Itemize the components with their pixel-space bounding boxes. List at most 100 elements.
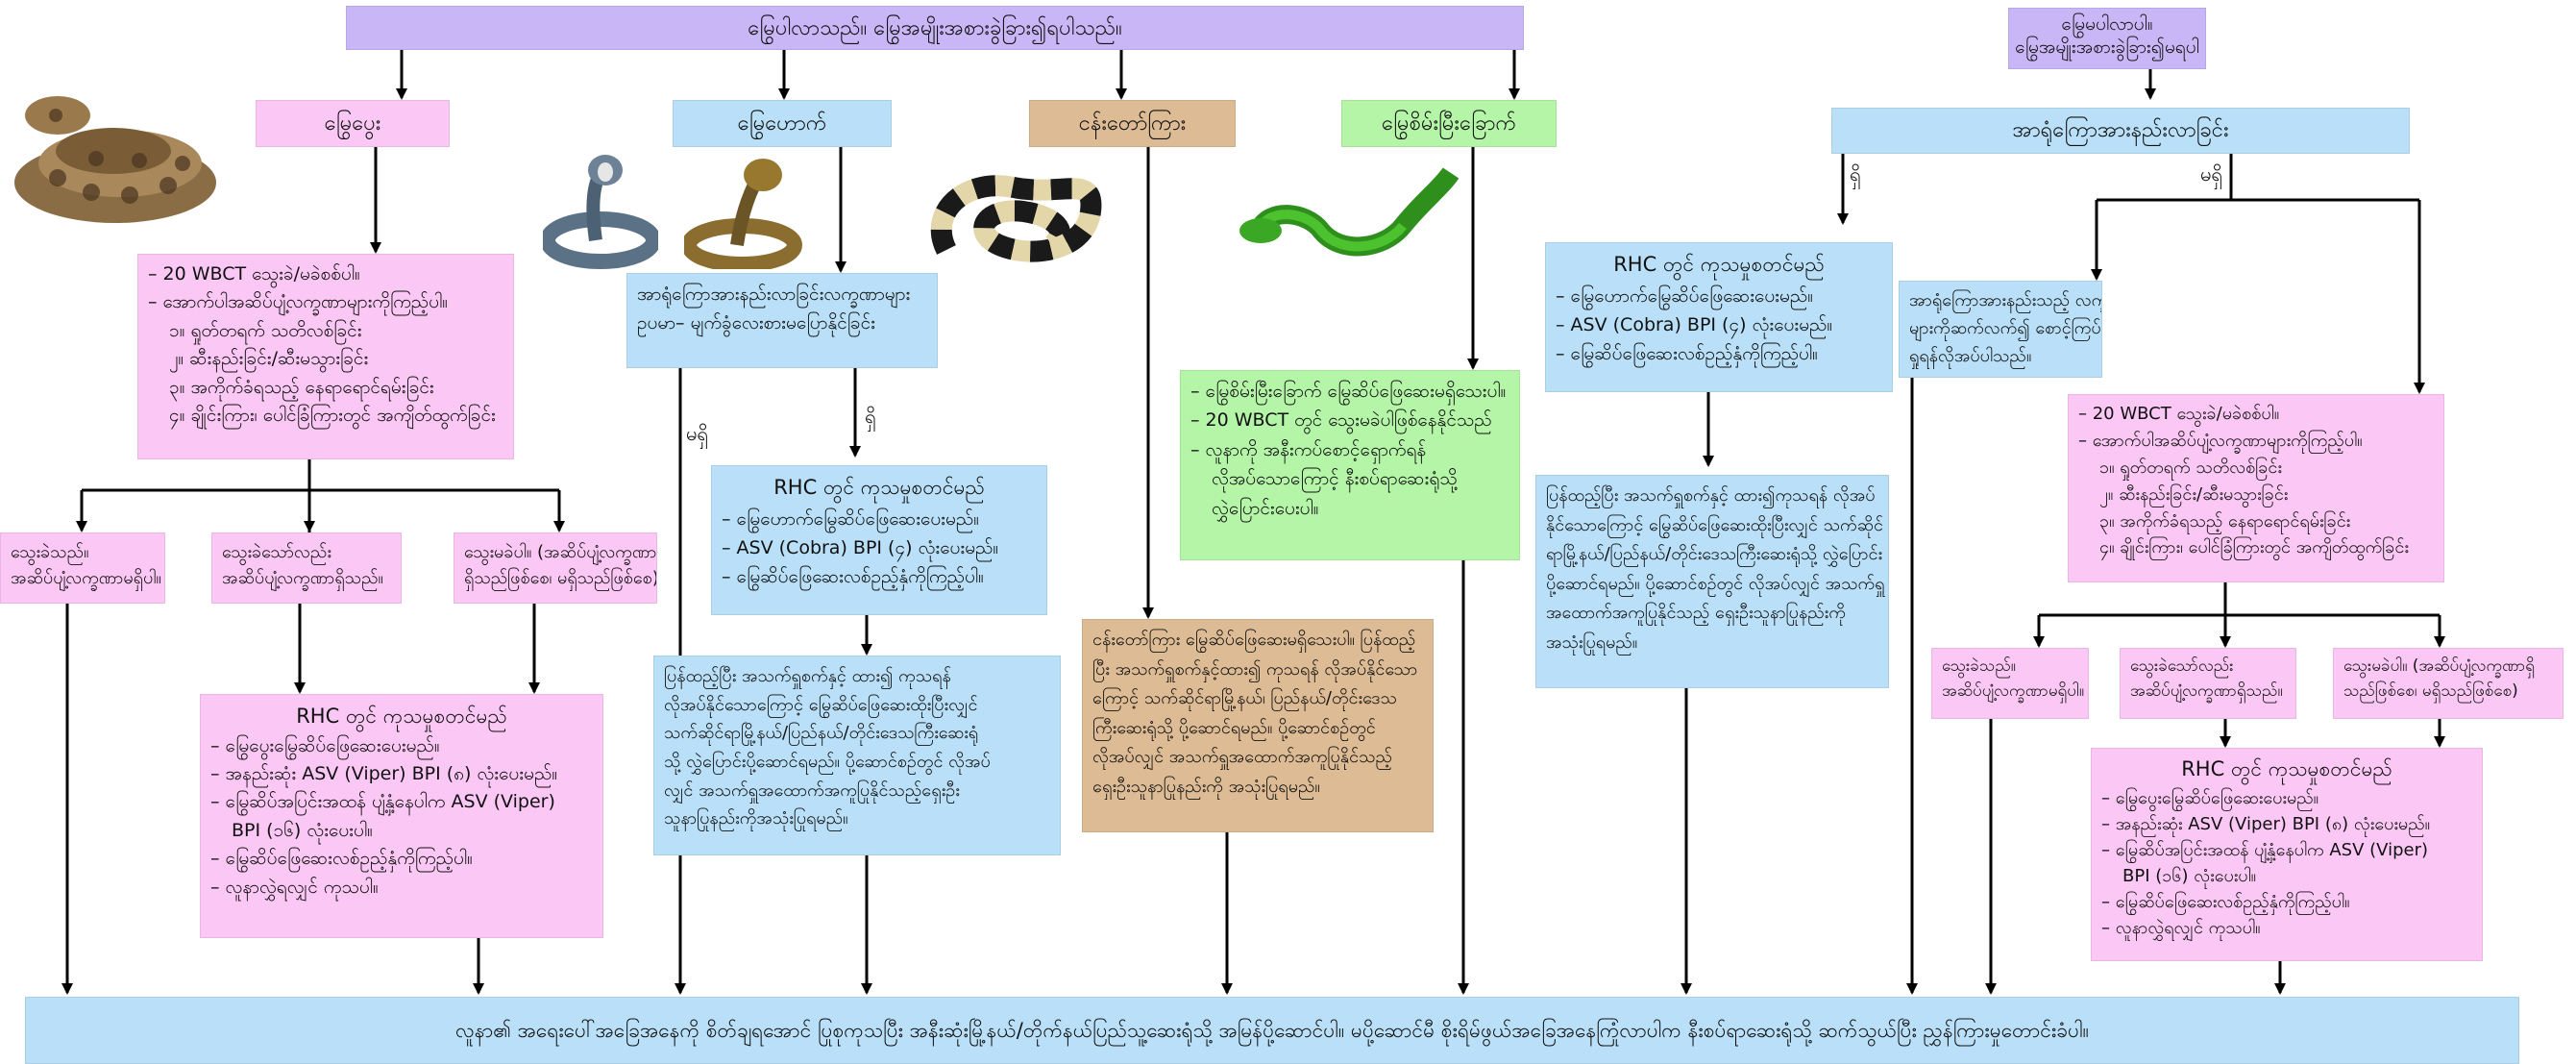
text-line: သက်ဆိုင်ရာမြို့နယ်/ပြည်နယ်/တိုင်းဒေသကြီး…: [664, 723, 979, 744]
text-line: BPI (၁၆) လုံးပေးပါ။: [2122, 865, 2257, 886]
final-instruction-bar: လူနာ၏ အရေးပေါ်အခြေအနေကို စိတ်ချရအောင် ပြ…: [25, 997, 2519, 1064]
treatment-title: RHC တွင် ကုသမှုစတင်မည်: [2181, 757, 2392, 780]
text-line: – လူနာကို အနီးကပ်စောင့်ရှောက်ရန်: [1190, 438, 1427, 460]
unknown-observe: အာရုံကြောအားနည်းသည့် လက္ခဏာ များကိုဆက်လက…: [1899, 281, 2102, 378]
text-line: သွေးခဲသည်။: [11, 542, 89, 562]
label-no-cobra: မရှိ: [686, 422, 708, 445]
viper-wbct-check: – 20 WBCT သွေးခဲ/မခဲစစ်ပါ။ – အောက်ပါအဆိပ…: [137, 254, 514, 459]
green-pit-viper-image: [1239, 167, 1460, 257]
treatment-title: RHC တွင် ကုသမှုစတင်မည်: [296, 705, 507, 728]
unknown-snake-header: မြွေမပါလာပါ။ မြွေအမျိုးအစားခွဲခြား၍မရပါ: [2008, 8, 2206, 69]
text-line: – မြွေဆိပ်ဖြေဆေးလစ်ဥည့်နှံကိုကြည့်ပါ။: [210, 848, 473, 870]
text-line: ရှိသည်ဖြစ်စေ၊ မရှိသည်ဖြစ်စေ): [464, 568, 657, 588]
text-line: သည်ဖြစ်စေ၊ မရှိသည်ဖြစ်စေ): [2343, 680, 2518, 701]
text-line: အဆိပ်ပျံ့လက္ခဏာရှိသည်။: [222, 568, 383, 588]
text-line: လိုအပ်လျှင် အသက်ရှူအထောက်အကူပြုနိုင်သည့်: [1092, 747, 1392, 768]
text-line: အဆိပ်ပျံ့လက္ခဏာရှိသည်။: [2130, 680, 2283, 701]
text-line: – 20 WBCT တွင် သွေးမခဲပါဖြစ်နေနိုင်သည်: [1190, 409, 1492, 432]
text-line: ပို့ဆောင်ရမည်။ ပို့ဆောင်စဉ်တွင် လိုအပ်လျ…: [1546, 573, 1885, 594]
label-no-unknown: မရှိ: [2200, 162, 2222, 186]
text-line: ၃။ အကိုက်ခံရသည့် နေရာရောင်ရမ်းခြင်း: [169, 376, 434, 398]
text-line: အဆိပ်ပျံ့လက္ခဏာမရှိပါ။: [11, 568, 161, 588]
outcome2-clots-with-signs: သွေးခဲသော်လည်း အဆိပ်ပျံ့လက္ခဏာရှိသည်။: [2120, 648, 2296, 719]
text-line: – ASV (Cobra) BPI (၄) လုံးပေးမည်။: [722, 536, 999, 558]
text-line: အာရုံကြောအားနည်းလာခြင်းလက္ခဏာများ: [637, 284, 911, 305]
text-line: – မြွေစိမ်းမြီးခြောက် မြွေဆိပ်ဖြေဆေးမရှိ…: [1190, 381, 1507, 402]
label-yes-unknown: ရှိ: [1850, 162, 1861, 186]
category-viper: မြွေပွေး: [256, 100, 450, 147]
text-line: – အနည်းဆုံး ASV (Viper) BPI (၈) လုံးပေးမ…: [210, 762, 558, 784]
category-label: မြွေစိမ်းမြီးခြောက်: [1381, 111, 1517, 136]
category-label: ငန်းတော်ကြား: [1078, 111, 1187, 136]
text-line: ၃။ အကိုက်ခံရသည့် နေရာရောင်ရမ်းခြင်း: [2099, 510, 2351, 532]
text-line: ကြောင့် သက်ဆိုင်ရာမြို့နယ်၊ ပြည်နယ်/တိုင…: [1092, 688, 1397, 709]
text-line: နိုင်သောကြောင့် မြွေဆိပ်ဖြေဆေးထိုးပြီးလျ…: [1546, 514, 1883, 535]
text-line: – မြွေဆိပ်ဖြေဆေးလစ်ဥည့်နှံကိုကြည့်ပါ။: [722, 566, 984, 588]
text-line: ၂။ ဆီးနည်းခြင်း/ဆီးမသွားခြင်း: [2099, 483, 2289, 505]
text-line: BPI (၁၆) လုံးပေးပါ။: [232, 819, 373, 841]
text-line: မြွေမပါလာပါ။: [2061, 13, 2153, 35]
text-line: ရာမြို့နယ်/ပြည်နယ်/တိုင်းဒေသကြီးဆေးရုံသိ…: [1546, 544, 1883, 565]
text-line: သွေးခဲသည်။: [1942, 656, 2016, 676]
cobra-neuro-signs: အာရုံကြောအားနည်းလာခြင်းလက္ခဏာများ ဥပမာ– …: [626, 273, 938, 368]
text-line: – အောက်ပါအဆိပ်ပျံ့လက္ခဏာများကိုကြည့်ပါ။: [2078, 430, 2363, 451]
text-line: သွေးခဲသော်လည်း: [2130, 656, 2234, 676]
cobra-image-1: [543, 155, 658, 269]
text-line: များကိုဆက်လက်၍ စောင့်ကြပ်ကြည့်: [1909, 317, 2101, 338]
label-yes-cobra: ရှိ: [865, 405, 876, 428]
cobra-image-2: [684, 159, 802, 269]
text-line: – မြွေဆိပ်ဖြေဆေးလစ်ဥည့်နှံကိုကြည့်ပါ။: [2101, 891, 2350, 912]
text-line: အထောက်အကူပြုနိုင်သည့် ရှေးဦးသူနာပြုနည်းက…: [1546, 603, 1846, 624]
text-line: – အနည်းဆုံး ASV (Viper) BPI (၈) လုံးပေးမ…: [2101, 813, 2431, 834]
unknown-wbct-check: – 20 WBCT သွေးခဲ/မခဲစစ်ပါ။ – အောက်ပါအဆိပ…: [2068, 394, 2444, 582]
text-line: ၄။ ချိုင်းကြား၊ ပေါင်ခြံကြားတွင် အကျိတ်ထ…: [169, 405, 496, 427]
check-label: အာရုံကြောအားနည်းလာခြင်း: [2012, 118, 2229, 142]
rhc-unknown-treatment: RHC တွင် ကုသမှုစတင်မည် – မြွေဟောက်မြွေဆိ…: [1545, 242, 1893, 392]
unknown-referral: ပြန်ထည့်ပြီး အသက်ရှူစက်နှင့် ထား၍ကုသရန် …: [1535, 475, 1889, 688]
krait-image: [930, 175, 1102, 262]
text-line: – မြွေဟောက်မြွေဆိပ်ဖြေဆေးပေးမည်။: [1556, 285, 1813, 307]
text-line: လိုအပ်နိုင်သောကြောင့် မြွေဆိပ်ဖြေဆေးထိုး…: [664, 694, 978, 715]
category-krait: ငန်းတော်ကြား: [1029, 100, 1236, 147]
rhc-viper-treatment: RHC တွင် ကုသမှုစတင်မည် – မြွေပွေးမြွေဆိပ…: [200, 694, 603, 938]
text-line: – 20 WBCT သွေးခဲ/မခဲစစ်ပါ။: [148, 263, 360, 285]
text-line: – မြွေဆိပ်အပြင်းအထန် ပျံ့နှံ့နေပါက ASV (…: [2101, 839, 2429, 860]
text-line: – မြွေပွေးမြွေဆိပ်ဖြေဆေးပေးမည်။: [2101, 787, 2319, 808]
text-line: သွေးခဲသော်လည်း: [222, 542, 331, 562]
text-line: အဆိပ်ပျံ့လက္ခဏာမရှိပါ။: [1942, 680, 2085, 701]
text-line: မြွေအမျိုးအစားခွဲခြား၍မရပါ: [2015, 37, 2199, 58]
green-pit-viper-instructions: – မြွေစိမ်းမြီးခြောက် မြွေဆိပ်ဖြေဆေးမရှိ…: [1180, 370, 1520, 560]
text-line: သို့ လွှဲပြောင်းပို့ဆောင်ရမည်။ ပို့ဆောင်…: [664, 752, 991, 773]
text-line: ကြီးဆေးရုံသို့ ပို့ဆောင်ရမည်။ ပို့ဆောင်စ…: [1092, 717, 1376, 738]
text-line: – အောက်ပါအဆိပ်ပျံ့လက္ခဏာများကိုကြည့်ပါ။: [148, 291, 449, 313]
text-line: ၂။ ဆီးနည်းခြင်း/ဆီးမသွားခြင်း: [169, 348, 369, 370]
krait-referral: ငန်းတော်ကြား မြွေဆိပ်ဖြေဆေးမရှိသေးပါ။ ပြ…: [1082, 619, 1434, 832]
cobra-referral: ပြန်ထည့်ပြီး အသက်ရှူစက်နှင့် ထား၍ ကုသရန်…: [653, 656, 1061, 855]
text-line: – မြွေဆိပ်ဖြေဆေးလစ်ဥည့်နှံကိုကြည့်ပါ။: [1556, 343, 1818, 365]
outcome-clots-with-signs: သွေးခဲသော်လည်း အဆိပ်ပျံ့လက္ခဏာရှိသည်။: [211, 532, 402, 604]
text-line: သွေးမခဲပါ။ (အဆိပ်ပျံ့လက္ခဏာရှိ: [2343, 656, 2535, 676]
text-line: – ASV (Cobra) BPI (၄) လုံးပေးမည်။: [1556, 313, 1833, 335]
text-line: ရှုရန်လိုအပ်ပါသည်။: [1909, 345, 2032, 366]
venomous-known-header: မြွေပါလာသည်။ မြွေအမျိုးအစားခွဲခြား၍ရပါသည…: [346, 6, 1524, 50]
category-label: မြွေပွေး: [324, 111, 381, 136]
rhc-viper2-treatment: RHC တွင် ကုသမှုစတင်မည် – မြွေပွေးမြွေဆိပ…: [2091, 748, 2483, 961]
text-line: သွေးမခဲပါ။ (အဆိပ်ပျံ့လက္ခဏာ: [464, 542, 657, 562]
text-line: – 20 WBCT သွေးခဲ/မခဲစစ်ပါ။: [2078, 404, 2280, 424]
text-line: ပြီး အသက်ရှူစက်နှင့်ထား၍ ကုသရန် လိုအပ်နိ…: [1092, 658, 1418, 680]
text-line: အသုံးပြုရမည်။: [1546, 631, 1638, 653]
text-line: ပြန်ထည့်ပြီး အသက်ရှူစက်နှင့် ထား၍ကုသရန် …: [1546, 485, 1876, 506]
text-line: လွှဲပြောင်းပေးပါ။: [1212, 497, 1319, 519]
text-line: – မြွေပွေးမြွေဆိပ်ဖြေဆေးပေးမည်။: [210, 734, 440, 756]
category-green-pit-viper: မြွေစိမ်းမြီးခြောက်: [1341, 100, 1557, 147]
rhc-cobra-treatment: RHC တွင် ကုသမှုစတင်မည် – မြွေဟောက်မြွေဆိ…: [711, 465, 1047, 615]
text-line: – လူနာလွှဲရလျှင် ကုသပါ။: [2101, 917, 2261, 938]
text-line: ၁။ ရှုတ်တရက် သတိလစ်ခြင်း: [169, 319, 362, 341]
treatment-title: RHC တွင် ကုသမှုစတင်မည်: [1613, 253, 1825, 276]
text-line: ရှေးဦးသူနာပြုနည်းကို အသုံးပြုရမည်။: [1092, 776, 1320, 797]
outcome-no-clot: သွေးမခဲပါ။ (အဆိပ်ပျံ့လက္ခဏာ ရှိသည်ဖြစ်စေ…: [454, 532, 657, 604]
text-line: – မြွေဆိပ်အပြင်းအထန် ပျံ့နှံ့နေပါက ASV (…: [210, 791, 555, 813]
text-line: သူနာပြုနည်းကိုအသုံးပြုရမည်။: [664, 808, 848, 829]
text-line: ၁။ ရှုတ်တရက် သတိလစ်ခြင်း: [2099, 457, 2282, 478]
